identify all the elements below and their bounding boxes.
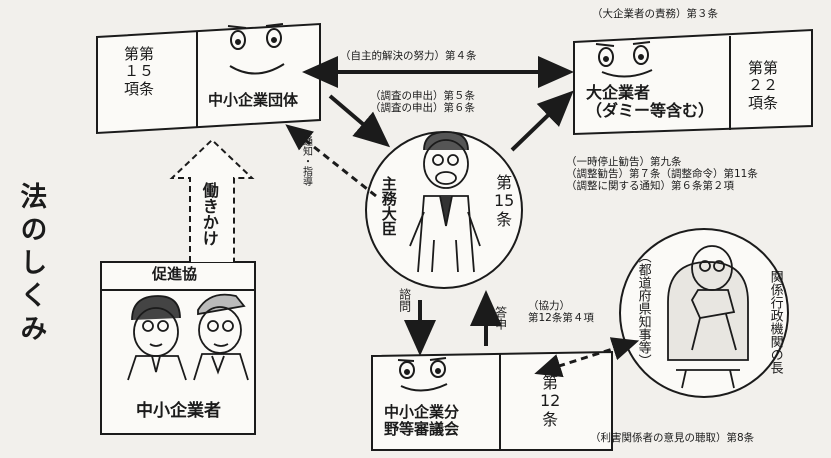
promotion-name: 促進協	[152, 265, 198, 283]
label-hearing: （利害関係者の意見の聴取）第8条	[590, 432, 755, 444]
arrow-minister-large	[510, 90, 574, 152]
agencies-figure	[667, 245, 749, 389]
promotion-box	[100, 261, 256, 435]
large-corp-face	[595, 41, 653, 78]
agencies-name: 関係行政機関の長	[767, 270, 783, 374]
council-article: 第 12 条	[540, 373, 561, 429]
page-title: 法のしくみ	[15, 182, 47, 347]
sme-org-name: 中小企業団体	[208, 91, 299, 109]
label-orders: （一時停止勧告）第九条 （調整勧告）第７条（調整命令）第11条 （調整に関する通…	[566, 156, 758, 193]
promotion-people	[127, 293, 249, 381]
label-report: 答申	[493, 306, 508, 330]
label-encourage: 働きかけ	[199, 182, 219, 246]
minister-name: 主務大臣	[379, 176, 398, 236]
promotion-members: 中小企業者	[136, 401, 221, 421]
label-self-resolution: （自主的解決の努力）第４条	[340, 50, 477, 62]
label-inquiry: 諮問	[397, 288, 412, 312]
arrow-cooperation	[534, 337, 640, 378]
sme-org-face	[227, 23, 285, 75]
label-notice-guidance: 通知・指導	[300, 136, 312, 186]
arrow-sme-minister	[328, 94, 391, 148]
arrow-encourage	[169, 138, 255, 262]
minister-article: 第 15 条	[494, 173, 515, 229]
label-cooperation: （協力） 第12条第４項	[528, 300, 594, 325]
agencies-sub: （都道府県知事等）	[635, 250, 651, 367]
council-face	[397, 357, 448, 392]
label-survey-request: （調査の申出）第５条 （調査の申出）第６条	[370, 90, 475, 115]
arrow-notice-guidance	[285, 124, 377, 198]
council-name: 中小企業分 野等審議会	[384, 403, 460, 439]
sme-org-article: 第第 １５ 項条	[124, 45, 155, 98]
minister-figure	[409, 131, 481, 273]
large-corp-name: 大企業者 （ダミー等含む）	[586, 83, 715, 121]
label-large-corp-duty: （大企業者の責務）第３条	[592, 8, 718, 20]
large-corp-article: 第第 ２２ 項条	[748, 59, 779, 112]
arrows	[302, 56, 574, 356]
